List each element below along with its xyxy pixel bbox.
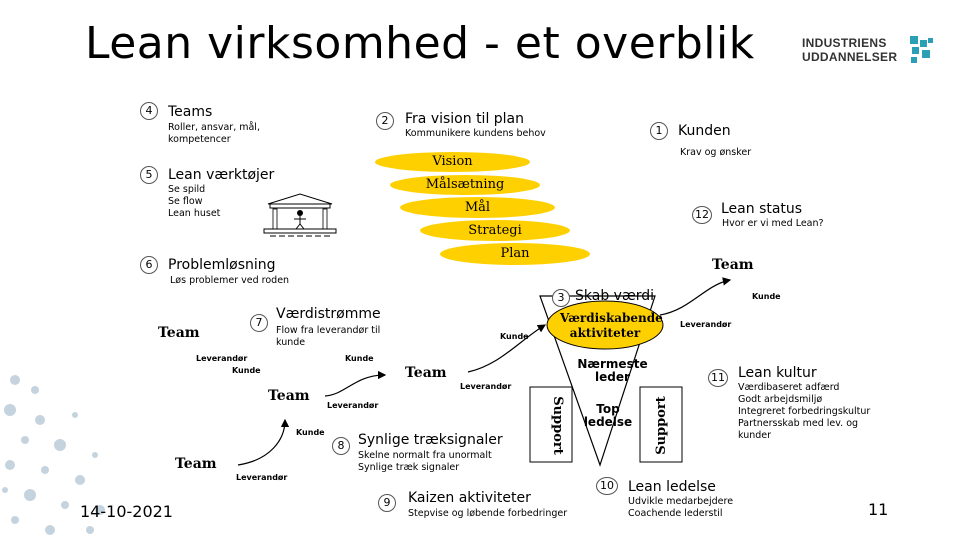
naermeste-leder-label: Nærmeste leder [570,358,655,384]
lean-tools-sub1: Se spild [168,184,205,196]
lean-status-title: Lean status [721,201,802,217]
lean-kultur-sub5: kunder [738,430,771,442]
team-label-center: Team [405,365,447,381]
section-number-2: 2 [376,112,394,130]
vaerdistroemme-title: Værdistrømme [276,306,381,322]
kunde-label-5: Kunde [296,428,325,437]
date-footer: 14-10-2021 [80,502,173,521]
vaerdistroemme-sub1: Flow fra leverandør til [276,325,380,337]
naermeste-line2: leder [570,371,655,384]
top-line2: ledelse [578,416,638,429]
section-number-8: 8 [332,437,350,455]
synlige-title: Synlige træksignaler [358,432,503,448]
vaerdiskabende-label: Værdiskabende aktiviteter [560,311,650,341]
kunde-label-4: Kunde [232,366,261,375]
lean-tools-sub3: Lean huset [168,208,220,220]
lean-ledelse-sub2: Coachende lederstil [628,508,723,520]
team-label-mid: Team [268,388,310,404]
lean-kultur-sub2: Godt arbejdsmiljø [738,394,822,406]
vaerdiskabende-line1: Værdiskabende [560,311,650,326]
section-number-12: 12 [692,206,712,224]
leverandoer-label-4: Leverandør [327,401,378,410]
lean-kultur-sub3: Integreret forbedringskultur [738,406,870,418]
vision-to-plan-sub: Kommunikere kundens behov [405,128,546,140]
lean-kultur-sub4: Partnersskab med lev. og [738,418,858,430]
page-number: 11 [868,500,888,519]
plan-ellipse: Plan [440,243,590,265]
vision-ellipse: Vision [375,152,530,172]
kunden-sub: Krav og ønsker [680,147,751,159]
section-number-6: 6 [140,256,158,274]
lean-house-icon [260,192,340,240]
lean-kultur-sub1: Værdibaseret adfærd [738,382,839,394]
team-label-bottom: Team [175,456,217,472]
leverandoer-label-5: Leverandør [236,473,287,482]
section-number-3: 3 [552,289,570,307]
leverandoer-label-2: Leverandør [196,354,247,363]
synlige-sub2: Synlige træk signaler [358,462,459,474]
problem-solving-sub: Løs problemer ved roden [170,275,289,287]
section-number-5: 5 [140,166,158,184]
teams-sub1: Roller, ansvar, mål, [168,122,260,134]
support-right-label: Support [654,388,669,463]
maal-ellipse: Mål [400,197,555,218]
lean-tools-title: Lean værktøjer [168,167,274,183]
kunden-title: Kunden [678,123,731,139]
strategi-ellipse: Strategi [420,220,570,241]
vision-to-plan-title: Fra vision til plan [405,111,524,127]
lean-kultur-title: Lean kultur [738,365,817,381]
vaerdiskabende-line2: aktiviteter [560,326,650,341]
team-label-right: Team [712,257,754,273]
lean-tools-sub2: Se flow [168,196,202,208]
support-left-label: Support [550,388,565,463]
problem-solving-title: Problemløsning [168,257,276,273]
lean-ledelse-title: Lean ledelse [628,479,716,495]
kunde-label-3: Kunde [345,354,374,363]
kaizen-sub: Stepvise og løbende forbedringer [408,508,567,520]
section-number-11: 11 [708,369,728,387]
teams-title: Teams [168,104,212,120]
section-number-7: 7 [250,314,268,332]
section-number-1: 1 [650,122,668,140]
maalsaetning-ellipse: Målsætning [390,175,540,195]
leverandoer-label-1: Leverandør [680,320,731,329]
vaerdistroemme-sub2: kunde [276,337,305,349]
team-label-left: Team [158,325,200,341]
section-number-10: 10 [596,477,618,495]
lean-ledelse-sub1: Udvikle medarbejdere [628,496,733,508]
kunde-label-2: Kunde [500,332,529,341]
top-ledelse-label: Top ledelse [578,403,638,429]
lean-status-sub: Hvor er vi med Lean? [722,218,824,230]
kunde-label-1: Kunde [752,292,781,301]
section-number-4: 4 [140,102,158,120]
leverandoer-label-3: Leverandør [460,382,511,391]
kaizen-title: Kaizen aktiviteter [408,490,531,506]
skab-vaerdi-title: Skab værdi [575,288,654,304]
synlige-sub1: Skelne normalt fra unormalt [358,450,492,462]
section-number-9: 9 [378,494,396,512]
teams-sub2: kompetencer [168,134,231,146]
